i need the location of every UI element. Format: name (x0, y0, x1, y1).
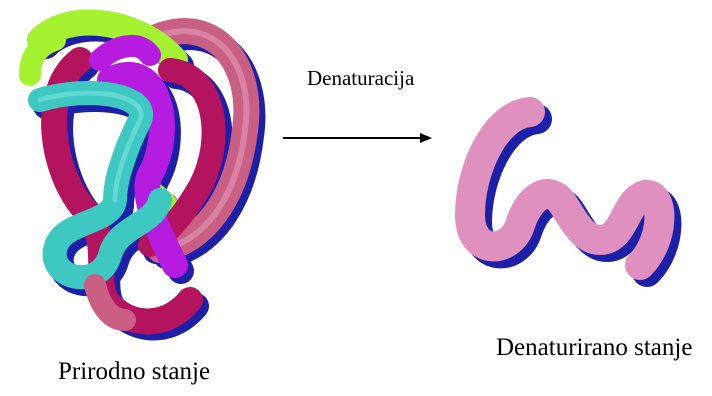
native-state-label: Prirodno stanje (58, 358, 210, 386)
native-protein-illustration (30, 23, 252, 328)
process-label: Denaturacija (307, 66, 414, 91)
denatured-protein-illustration (470, 112, 666, 272)
denatured-state-label: Denaturirano stanje (496, 334, 692, 362)
